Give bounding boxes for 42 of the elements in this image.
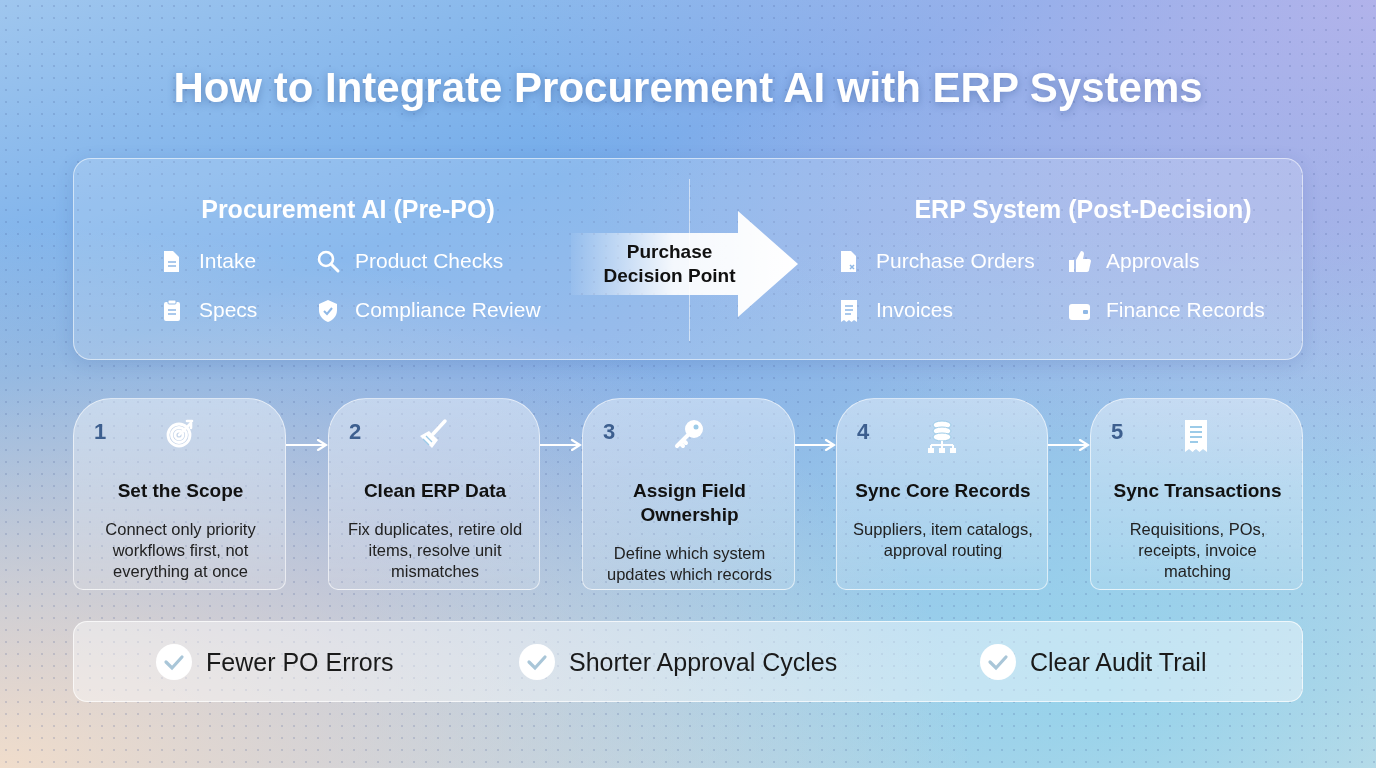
step-title: Sync Transactions — [1113, 479, 1282, 503]
list-item: Product Checks — [355, 249, 504, 273]
benefit-text: Shorter Approval Cycles — [569, 648, 838, 677]
arrow — [1048, 438, 1090, 452]
list-item: Finance Records — [1106, 298, 1265, 322]
comparison-panel — [73, 158, 1303, 360]
step-number: 5 — [1111, 419, 1124, 445]
step-description: Requisitions, POs, receipts, invoice matching — [1128, 519, 1267, 582]
step-number: 4 — [857, 419, 870, 445]
arrow — [571, 211, 798, 317]
step-card — [836, 398, 1048, 590]
step-card — [73, 398, 286, 590]
benefit-text: Fewer PO Errors — [206, 648, 394, 677]
step-title: Sync Core Records — [855, 479, 1031, 503]
step-title: Clean ERP Data — [363, 479, 507, 503]
benefit-text: Clear Audit Trail — [1030, 648, 1207, 677]
benefits-band — [73, 621, 1303, 702]
arrow — [286, 438, 328, 452]
step-number: 1 — [94, 419, 107, 445]
step-card — [582, 398, 795, 590]
step-card — [1090, 398, 1303, 590]
title: How to Integrate Procurement AI with ERP Systems — [172, 64, 1204, 112]
section-heading: Procurement AI (Pre-PO) — [200, 195, 496, 224]
list-item: Purchase Orders — [876, 249, 1035, 273]
step-description: Fix duplicates, retire old items, resolve unit mismatches — [346, 519, 524, 582]
list-item: Invoices — [876, 298, 954, 322]
step-description: Connect only priority workflows first, not everything at once — [104, 519, 257, 582]
arrow — [795, 438, 836, 452]
list-item: Specs — [199, 298, 258, 322]
arrow — [540, 438, 582, 452]
step-title: Set the Scope — [117, 479, 244, 503]
edge-label: Purchase Decision Point — [602, 240, 737, 288]
step-card — [328, 398, 540, 590]
step-description: Define which system updates which records — [605, 543, 774, 585]
step-number: 2 — [349, 419, 362, 445]
section-heading: ERP System (Post-Decision) — [913, 195, 1253, 224]
step-number: 3 — [603, 419, 616, 445]
step-title: Assign Field Ownership — [632, 479, 747, 527]
list-item: Intake — [199, 249, 257, 273]
list-item: Approvals — [1106, 249, 1200, 273]
list-item: Compliance Review — [355, 298, 541, 322]
step-description: Suppliers, item catalogs, approval routing — [852, 519, 1034, 561]
